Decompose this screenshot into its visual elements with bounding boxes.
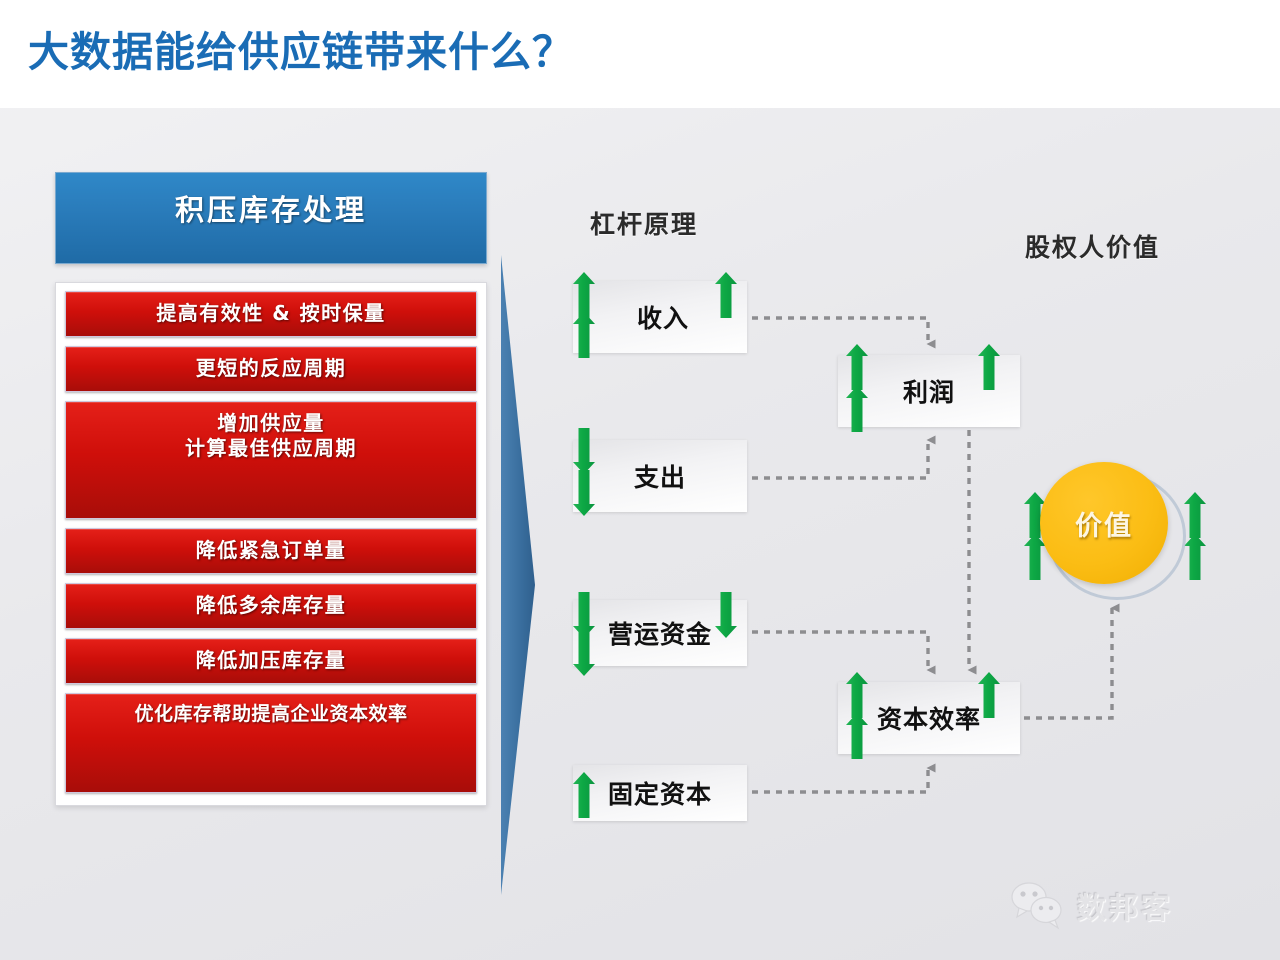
node-expense-label: 支出 [633, 463, 686, 492]
up-arrow-icon [846, 713, 868, 759]
list-item-label: 提高有效性 & 按时保量 [156, 301, 386, 325]
watermark-text: 数邦客 [1077, 891, 1174, 925]
up-arrow-icon [846, 672, 868, 718]
heading-shareholder: 股权人价值 [1025, 233, 1161, 262]
node-working-capital[interactable]: 营运资金 [573, 600, 747, 666]
up-arrow-icon [846, 344, 868, 390]
list-item[interactable]: 降低紧急订单量 [65, 528, 477, 574]
up-arrow-icon [573, 772, 595, 818]
blue-wedge-separator [495, 255, 543, 895]
up-arrow-icon [978, 672, 1000, 718]
up-arrow-icon [573, 272, 595, 318]
up-arrow-icon [978, 344, 1000, 390]
node-profit-label: 利润 [902, 378, 955, 407]
value-circle: 价值 [1040, 462, 1168, 584]
list-item[interactable]: 增加供应量计算最佳供应周期 [65, 401, 477, 519]
node-expense[interactable]: 支出 [573, 440, 747, 512]
down-arrow-icon [715, 592, 737, 638]
up-arrow-icon [846, 386, 868, 432]
node-capital-efficiency-label: 资本效率 [876, 705, 981, 734]
node-revenue[interactable]: 收入 [573, 281, 747, 353]
list-item[interactable]: 提高有效性 & 按时保量 [65, 291, 477, 337]
node-fixed-capital-label: 固定资本 [607, 780, 712, 809]
node-revenue-label: 收入 [636, 304, 689, 333]
wechat-icon [1011, 882, 1062, 930]
down-arrow-icon [573, 630, 595, 676]
benefit-list: 提高有效性 & 按时保量 更短的反应周期 增加供应量计算最佳供应周期 降低紧急订… [55, 282, 487, 806]
panel-header: 积压库存处理 [55, 172, 487, 264]
list-item[interactable]: 优化库存帮助提高企业资本效率 [65, 693, 477, 793]
list-item-label: 降低紧急订单量 [195, 538, 347, 562]
list-item-label: 优化库存帮助提高企业资本效率 [134, 703, 408, 725]
list-item[interactable]: 更短的反应周期 [65, 346, 477, 392]
connector-fixed-capeff [752, 763, 936, 794]
up-arrow-icon [573, 312, 595, 358]
list-item-label: 增加供应量计算最佳供应周期 [185, 411, 357, 460]
list-item-label: 降低多余库存量 [195, 593, 347, 617]
connector-capeff-value [1024, 603, 1120, 720]
list-item-label: 降低加压库存量 [195, 648, 347, 672]
list-item[interactable]: 降低多余库存量 [65, 583, 477, 629]
down-arrow-icon [573, 428, 595, 474]
list-item-label: 更短的反应周期 [195, 356, 347, 380]
heading-leverage: 杠杆原理 [590, 210, 699, 239]
node-fixed-capital[interactable]: 固定资本 [573, 765, 747, 821]
page-title: 大数据能给供应链带来什么？ [28, 28, 574, 76]
node-value[interactable]: 价值 [1040, 462, 1192, 600]
left-panel: 积压库存处理 提高有效性 & 按时保量 更短的反应周期 增加供应量计算最佳供应周… [55, 172, 487, 806]
node-working-capital-label: 营运资金 [607, 620, 712, 649]
title-band: 大数据能给供应链带来什么？ [0, 0, 1280, 108]
list-item[interactable]: 降低加压库存量 [65, 638, 477, 684]
watermark: 数邦客 [1005, 880, 1173, 932]
connector-revenue-profit [752, 316, 936, 349]
panel-header-label: 积压库存处理 [174, 193, 367, 227]
node-value-label: 价值 [1075, 510, 1133, 542]
down-arrow-icon [573, 470, 595, 516]
up-arrow-icon [715, 272, 737, 318]
